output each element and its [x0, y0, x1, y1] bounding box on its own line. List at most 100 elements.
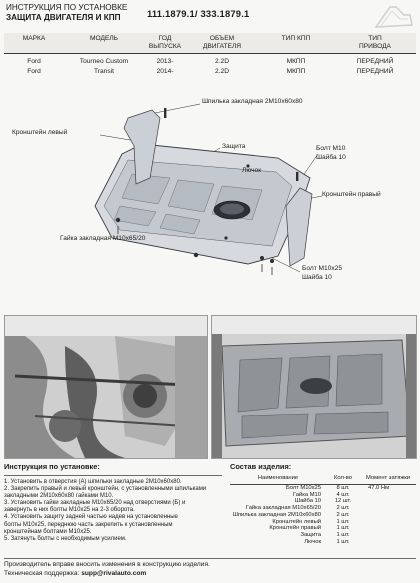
assembly-drawing: Шпилька закладная 2М10х60х80 Кронштейн л… — [0, 88, 420, 313]
instructions-list: 1. Установить в отверстия (А) шпильки за… — [4, 479, 222, 543]
photo-after-install — [211, 315, 417, 459]
kit-row: Гайка закладная М10х65/20 2 шт. — [230, 505, 416, 512]
kit-item-name: Кронштейн правый — [269, 525, 321, 532]
part-numbers: 111.1879.1/ 333.1879.1 — [147, 8, 250, 19]
callout-washer-10: Шайба 10 — [316, 154, 346, 161]
support-label: Техническая поддержка: — [4, 569, 80, 577]
installed-guard-photo-icon — [212, 316, 416, 458]
instruction-step: 2. Закрепить правый и левый кронштейн, с… — [4, 486, 207, 493]
document-title: ИНСТРУКЦИЯ ПО УСТАНОВКЕ ЗАЩИТА ДВИГАТЕЛЯ… — [6, 3, 127, 22]
installation-instructions: Инструкция по установке: 1. Установить в… — [4, 462, 222, 543]
kit-item-name: Шпилька закладная 2М10х60х80 — [232, 511, 321, 518]
spec-row: Ford Tourneo Custom 2013- 2.2D МКПП ПЕРЕ… — [4, 54, 416, 68]
kit-contents: Состав изделия: Наименование Кол-во Моме… — [230, 462, 416, 545]
kit-item-torque — [360, 505, 416, 512]
instructions-title: Инструкция по установке: — [4, 462, 222, 476]
kit-row: Шпилька закладная 2М10х60х80 2 шт. — [230, 512, 416, 519]
kit-table: Наименование Кол-во Момент затяжки Болт … — [230, 474, 416, 545]
guard-exploded-view-icon — [94, 103, 323, 275]
kit-item-name: Лючок — [304, 538, 321, 545]
spec-cell: 2.2D — [215, 68, 229, 76]
instruction-step: кронштейнам болтами М10х25. — [4, 528, 92, 535]
kit-item-torque — [360, 525, 416, 532]
brand-logo-icon — [374, 6, 413, 28]
instruction-step: 3. Установить гайки закладные М10х65/20 … — [4, 500, 186, 507]
kit-item-qty: 2 шт. — [336, 505, 350, 512]
kit-item-torque — [360, 498, 416, 505]
instruction-step: 1. Установить в отверстия (А) шпильки за… — [4, 479, 182, 485]
kit-item-name: Кронштейн левый — [272, 518, 321, 525]
kit-row: Кронштейн левый 1 шт. — [230, 519, 416, 526]
kit-item-name: Шайба 10 — [294, 498, 321, 505]
kit-item-name: Защита — [300, 531, 321, 538]
kit-title: Состав изделия: — [230, 462, 292, 471]
callout-bolt-m10: Болт М10 — [316, 145, 346, 152]
footer: Производитель вправе вносить изменения в… — [4, 561, 210, 578]
engine-bay-photo-icon — [5, 316, 207, 458]
callout-hatch: Лючок — [242, 167, 262, 174]
spec-cell: Tourneo Custom — [79, 58, 129, 66]
callout-nut: Гайка закладная М10х65/20 — [60, 235, 146, 242]
kit-item-qty: 1 шт. — [336, 538, 350, 545]
kit-header-name: Наименование — [230, 474, 326, 485]
spec-cell: МКПП — [286, 68, 306, 76]
spec-row: Ford Transit 2014- 2.2D МКПП ПЕРЕДНИЙ — [4, 67, 416, 77]
instruction-step: болты М10х25, переднюю часть закрепить к… — [4, 521, 173, 528]
kit-row: Гайка М10 4 шт. — [230, 492, 416, 499]
kit-item-qty: 2 шт. — [336, 511, 350, 518]
kit-row: Защита 1 шт. — [230, 532, 416, 539]
instruction-step: 4. Установить защиту задней частью надев… — [4, 514, 178, 521]
spec-cell: Ford — [27, 68, 41, 76]
spec-cell: 2014- — [156, 68, 174, 76]
spec-cell: 2.2D — [215, 58, 229, 66]
kit-item-torque — [360, 512, 416, 519]
spec-cell: Transit — [94, 68, 114, 76]
kit-item-torque — [360, 532, 416, 539]
kit-item-name: Гайка М10 — [292, 491, 321, 498]
title-line-2: ЗАЩИТА ДВИГАТЕЛЯ И КПП — [6, 12, 121, 22]
kit-item-torque: 47.0 Нм — [368, 485, 390, 491]
kit-item-qty: 4 шт. — [336, 491, 350, 498]
callout-washer-10b: Шайба 10 — [302, 274, 332, 281]
kit-item-torque — [360, 492, 416, 499]
callout-bracket-right: Кронштейн правый — [322, 191, 381, 198]
kit-item-qty: 1 шт. — [336, 525, 350, 532]
support-email-link[interactable]: supp@rivalauto.com — [81, 569, 147, 577]
kit-item-torque — [360, 539, 416, 546]
kit-row: Лючок 1 шт. — [230, 539, 416, 546]
spec-cell: Ford — [27, 58, 41, 66]
kit-header-qty: Кол-во — [326, 474, 360, 485]
footer-support: Техническая поддержка: supp@rivalauto.co… — [4, 570, 210, 579]
spec-cell: 2013- — [156, 58, 174, 66]
spec-cell: МКПП — [286, 58, 306, 66]
kit-item-qty: 12 шт. — [334, 498, 352, 505]
footer-divider — [4, 558, 416, 559]
kit-header-torque: Момент затяжки — [360, 474, 416, 485]
spec-cell: ПЕРЕДНИЙ — [356, 58, 394, 66]
kit-item-qty: 1 шт. — [336, 531, 350, 538]
instruction-step: закладными 2М10х60х80 гайками М10. — [4, 493, 114, 500]
kit-item-name: Гайка закладная М10х65/20 — [245, 505, 321, 512]
footer-disclaimer: Производитель вправе вносить изменения в… — [4, 561, 210, 568]
kit-item-name: Болт М10х25 — [285, 485, 321, 491]
kit-item-qty: 1 шт. — [336, 518, 350, 525]
spec-header-brand: МАРКА — [4, 33, 64, 55]
callout-bolt-m10x25: Болт М10х25 — [302, 265, 343, 272]
instruction-step: 5. Затянуть болты с необходимым усилием. — [4, 535, 127, 542]
callout-stud: Шпилька закладная 2М10х60х80 — [202, 98, 303, 105]
title-line-1: ИНСТРУКЦИЯ ПО УСТАНОВКЕ — [6, 3, 128, 12]
kit-item-torque — [360, 519, 416, 526]
spec-header-model: МОДЕЛЬ — [64, 33, 144, 55]
callout-bracket-left: Кронштейн левый — [12, 129, 68, 136]
kit-row: Шайба 10 12 шт. — [230, 498, 416, 505]
callout-guard: Защита — [222, 143, 246, 150]
kit-row: Кронштейн правый 1 шт. — [230, 525, 416, 532]
spec-cell: ПЕРЕДНИЙ — [356, 68, 394, 76]
kit-row: Болт М10х25 8 шт. 47.0 Нм — [230, 485, 416, 492]
kit-item-qty: 8 шт. — [336, 485, 350, 491]
instruction-step: завернуть в них болты М10х25 на 2-3 обор… — [4, 507, 135, 514]
spec-header-gearbox: ТИП КПП — [258, 33, 334, 55]
